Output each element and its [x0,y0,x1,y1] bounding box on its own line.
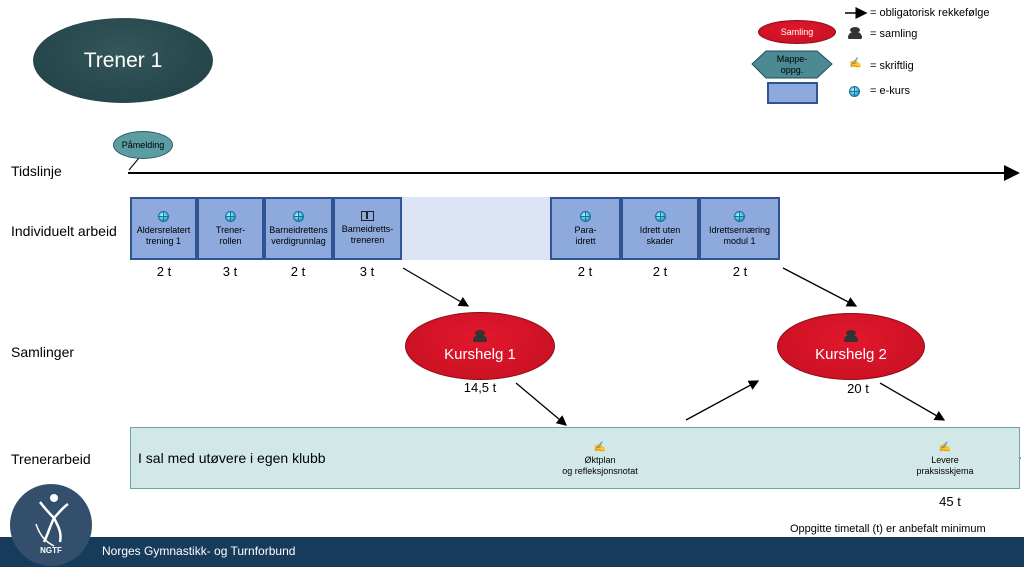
globe-icon [580,210,591,222]
hours-kurshelg-2: 20 t [847,381,869,396]
box-barneidrettstreneren: Barneidretts- treneren [333,197,402,260]
gymnast-icon [35,494,69,547]
legend-mappe-label: Mappe- oppg. [776,53,808,75]
arrow-to-kurshelg1 [402,267,470,307]
legend-ekurs-text: = e-kurs [870,85,911,97]
ngtf-logo: NGTF [10,484,92,566]
legend-hex [751,50,833,79]
box-paraidrett: Para- idrett [550,197,621,260]
page-title: Trener 1 [83,48,163,72]
hours-barneidrettstreneren: 3 t [359,264,375,279]
globe-icon [158,210,169,222]
row-label-samlinger: Samlinger [11,344,75,360]
row-label-trenerarbeid: Trenerarbeid [11,451,91,467]
logo-text: NGTF [40,546,62,555]
legend-samling-text: = samling [870,28,918,40]
globe-icon [734,210,745,222]
box-trenerrollen: Trener- rollen [197,197,264,260]
legend-mappe-text: = skriftlig [870,60,914,72]
title-ellipse: Trener 1 [33,18,213,103]
arrow-to-kurshelg2-from-oktplan [685,380,760,421]
globe-icon [654,210,666,222]
pen-icon: ✍ [849,58,862,69]
hours-trenerrollen: 3 t [222,264,238,279]
arrow-to-oktplan [515,382,567,426]
trenerarbeid-row-background [130,427,1020,489]
globe-icon [293,210,304,222]
minimum-note: Oppgitte timetall (t) er anbefalt minimu… [790,523,986,535]
box-idrettsernaering: Idrettsernæring modul 1 [699,197,780,260]
box-idrett-uten-skader: Idrett uten skader [621,197,699,260]
hex-praksis-content: ✍ Levere praksisskjema [916,441,974,476]
globe-icon [849,86,860,100]
arrow-to-praksis [879,382,946,421]
hours-praksis: 45 t [939,494,961,509]
legend-box [767,82,818,104]
pen-icon: ✍ [938,441,952,453]
hours-idrettsernaering: 2 t [732,264,748,279]
people-icon [844,330,858,342]
hours-verdigrunnlag: 2 t [290,264,306,279]
pamelding-badge: Påmelding [113,131,173,159]
pen-icon: ✍ [593,441,607,453]
kurshelg-2: Kurshelg 2 [777,313,925,380]
hex-oktplan-content: ✍ Øktplan og refleksjonsnotat [562,441,638,476]
pamelding-pointer [128,157,140,171]
footer-bar [0,537,1024,567]
hours-paraidrett: 2 t [577,264,593,279]
kurshelg-1: Kurshelg 1 [405,312,555,380]
legend-samling: Samling [758,20,836,44]
globe-icon [225,210,236,222]
arrow-to-kurshelg2 [782,267,858,307]
hours-aldersrelatert: 2 t [156,264,172,279]
row-label-tidslinje: Tidslinje [11,163,62,179]
people-icon [848,27,862,43]
box-barneidrettens-verdigrunnlag: Barneidrettens verdigrunnlag [264,197,333,260]
trenerarbeid-main-text: I sal med utøvere i egen klubb [138,450,326,466]
box-aldersrelatert: Aldersrelatert trening 1 [130,197,197,260]
book-icon [361,211,374,221]
hours-kurshelg-1: 14,5 t [463,380,497,395]
footer-text: Norges Gymnastikk- og Turnforbund [102,544,296,558]
legend-arrow-text: = obligatorisk rekkefølge [870,7,990,19]
people-icon [473,329,487,342]
hours-idrett-uten-skader: 2 t [652,264,668,279]
row-label-individuelt: Individuelt arbeid [11,223,117,239]
